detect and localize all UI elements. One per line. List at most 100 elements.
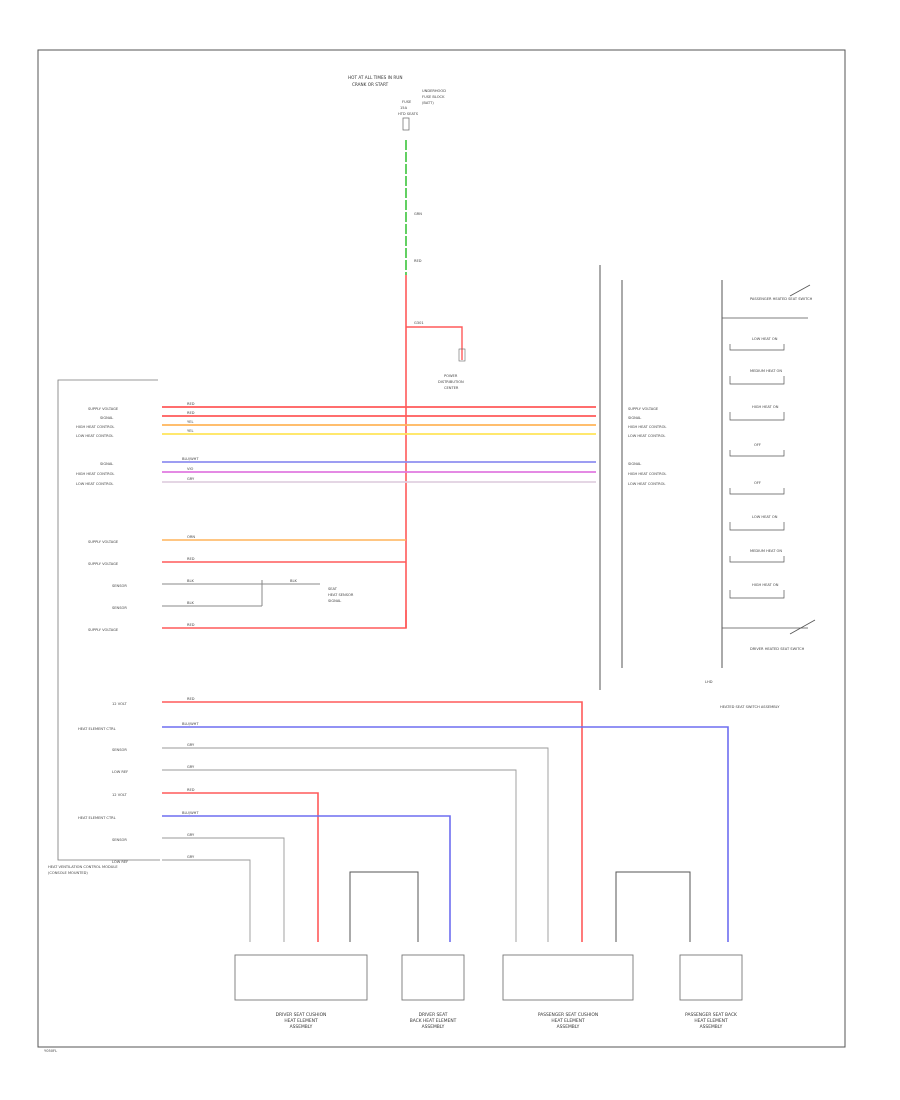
pin-label: 12 VOLT	[112, 702, 127, 706]
pin-label: SENSOR	[112, 748, 127, 752]
component-box	[401, 954, 465, 1001]
pin-color: GRY	[187, 833, 195, 837]
pin-label: HEAT ELEMENT CTRL	[78, 816, 116, 820]
component-caption: DRIVER SEAT CUSHION	[276, 1012, 327, 1018]
pin-color: BLU/WHT	[182, 811, 199, 815]
sensor-note-2: HEAT SENSOR	[328, 593, 354, 597]
fuse-note-3: (BATT)	[422, 101, 434, 105]
connector-label: SIGNAL	[628, 416, 641, 420]
connector-label: SUPPLY VOLTAGE	[628, 407, 659, 411]
pin-color: YEL	[187, 429, 193, 433]
heater-wire	[162, 815, 451, 942]
switch-bracket	[729, 344, 785, 351]
right-connector-labels: SUPPLY VOLTAGE SIGNAL HIGH HEAT CONTROL …	[628, 407, 666, 486]
heater-wire	[162, 747, 549, 942]
ground-label: G301	[414, 321, 424, 325]
header: HOT AT ALL TIMES IN RUN CRANK OR START F…	[348, 75, 446, 131]
switch-bracket	[729, 376, 785, 385]
switch-arm	[789, 619, 816, 635]
switch-bracket	[729, 450, 785, 457]
module-bracket	[57, 379, 160, 861]
pin-label: LOW HEAT CONTROL	[76, 434, 113, 438]
branch-wire	[406, 326, 463, 360]
switch-item: PASSENGER HEATED SEAT SWITCH	[750, 297, 813, 301]
component-caption: HEAT ELEMENT	[551, 1018, 585, 1024]
sensor-note-1: SEAT	[328, 587, 338, 591]
pin-label: SENSOR	[112, 838, 127, 842]
switch-item: LOW HEAT ON	[752, 337, 778, 341]
pin-label: SUPPLY VOLTAGE	[88, 540, 119, 544]
pin-label: HIGH HEAT CONTROL	[76, 425, 114, 429]
footer-code: Y050FL	[44, 1049, 57, 1053]
module-pins-bottom: 12 VOLT HEAT ELEMENT CTRL SENSOR LOW REF…	[78, 697, 729, 942]
mid-wire	[162, 610, 407, 629]
heater-wire	[162, 726, 729, 942]
pin-label: SUPPLY VOLTAGE	[88, 407, 119, 411]
switch-bracket	[729, 590, 785, 599]
fuse-icon	[402, 117, 410, 131]
sensor-tag: BLK	[290, 579, 297, 583]
pin-label: SIGNAL	[100, 416, 113, 420]
pin-color: GRY	[187, 743, 195, 747]
pin-color: ORN	[187, 535, 195, 539]
heater-wire	[162, 859, 251, 942]
pin-color: RED	[187, 788, 195, 792]
power-block-2: DISTRIBUTION	[438, 380, 464, 384]
component-caption: ASSEMBLY	[290, 1024, 313, 1030]
switch-item: DRIVER HEATED SEAT SWITCH	[750, 647, 805, 651]
pin-color: GRY	[187, 765, 195, 769]
component-caption: ASSEMBLY	[557, 1024, 580, 1030]
switch-item: OFF	[754, 443, 761, 447]
component-caption: HEAT ELEMENT	[284, 1018, 318, 1024]
module-pins-mid: SUPPLY VOLTAGE SUPPLY VOLTAGE SENSOR SEN…	[88, 535, 407, 632]
pin-label: SUPPLY VOLTAGE	[88, 628, 119, 632]
heater-wire	[162, 701, 583, 942]
heater-wire	[162, 769, 517, 942]
pin-color: BLU/WHT	[182, 457, 199, 461]
pin-color: RED	[187, 557, 195, 561]
pin-label: HEAT ELEMENT CTRL	[78, 727, 116, 731]
component-caption: DRIVER SEAT	[419, 1012, 448, 1018]
power-block-1: POWER	[444, 374, 458, 378]
pin-label: SUPPLY VOLTAGE	[88, 562, 119, 566]
component-caption: PASSENGER SEAT BACK	[685, 1012, 737, 1018]
fuse-label-2: 15A	[400, 106, 408, 110]
pin-color: BLK	[187, 579, 194, 583]
pin-label: SIGNAL	[100, 462, 113, 466]
center-wire-label: RED	[414, 259, 422, 263]
connector-label: SIGNAL	[628, 462, 641, 466]
component-caption: ASSEMBLY	[700, 1024, 723, 1030]
switch-item: HIGH HEAT ON	[752, 583, 779, 587]
component-caption: ASSEMBLY	[422, 1024, 445, 1030]
top-bus	[162, 406, 596, 483]
heater-wire	[162, 792, 319, 942]
switch-bracket	[729, 488, 785, 495]
pin-color: GRY	[187, 477, 195, 481]
component-caption: PASSENGER SEAT CUSHION	[538, 1012, 598, 1018]
module-pins-top: SUPPLY VOLTAGE SIGNAL HIGH HEAT CONTROL …	[76, 402, 199, 486]
pin-label: SENSOR	[112, 584, 127, 588]
component-caption: HEAT ELEMENT	[694, 1018, 728, 1024]
fuse-note-1: UNDERHOOD	[422, 89, 446, 93]
pin-color: RED	[187, 411, 195, 415]
fuse-note-2: FUSE BLOCK	[422, 95, 445, 99]
pin-color: RED	[187, 697, 195, 701]
switch-bracket	[729, 412, 785, 421]
switch-panel-caption: HEATED SEAT SWITCH ASSEMBLY	[720, 705, 780, 709]
heater-loop	[349, 871, 419, 942]
pin-color: BLK	[187, 601, 194, 605]
pin-label: SENSOR	[112, 606, 127, 610]
pin-color: YEL	[187, 420, 193, 424]
pin-color: GRY	[187, 855, 195, 859]
switch-item: LOW HEAT ON	[752, 515, 778, 519]
module-name-2: (CONSOLE MOUNTED)	[48, 871, 88, 875]
pin-label: 12 VOLT	[112, 793, 127, 797]
connector-label: HIGH HEAT CONTROL	[628, 425, 666, 429]
component-caption: BACK HEAT ELEMENT	[410, 1018, 457, 1024]
component-boxes: DRIVER SEAT CUSHION HEAT ELEMENT ASSEMBL…	[234, 954, 743, 1030]
connector-label: HIGH HEAT CONTROL	[628, 472, 666, 476]
heater-loop	[615, 871, 691, 942]
pin-color: RED	[187, 623, 195, 627]
pin-label: LOW REF	[112, 860, 128, 864]
component-box	[234, 954, 368, 1001]
